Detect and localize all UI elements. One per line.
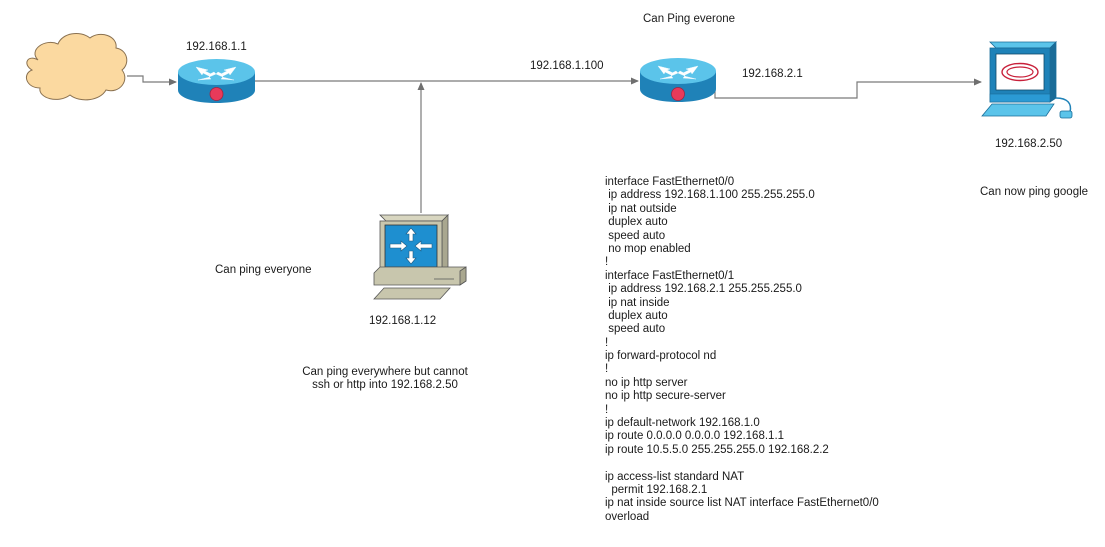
router2-config-text: interface FastEthernet0/0 ip address 192… xyxy=(605,176,879,524)
workstation-pc-lan1-icon[interactable] xyxy=(373,214,467,300)
router2-led xyxy=(671,87,685,101)
pc-lan1-note-line: ssh or http into 192.168.2.50 xyxy=(312,379,458,391)
config-line: no mop enabled xyxy=(605,242,691,255)
pc-lan2-note-label: Can now ping google xyxy=(980,186,1089,198)
config-line: overload xyxy=(605,510,650,523)
router1-icon[interactable] xyxy=(178,59,255,103)
config-line: no ip http secure-server xyxy=(605,390,726,403)
pc-lan2-ip-label: 192.168.2.50 xyxy=(995,138,1063,150)
config-line: ip default-network 192.168.1.0 xyxy=(605,417,760,430)
pc-lan1-note-label: Can ping everywhere but cannot ssh or ht… xyxy=(300,366,470,392)
config-line: speed auto xyxy=(605,323,666,336)
router2-lan-ip-label: 192.168.2.1 xyxy=(742,68,803,80)
config-line: ip nat outside xyxy=(605,202,677,215)
config-line: ip access-list standard NAT xyxy=(605,470,745,483)
config-line: ! xyxy=(605,336,609,349)
config-line xyxy=(605,457,879,470)
router2-note-label: Can Ping everone xyxy=(643,13,736,25)
config-line: ! xyxy=(605,403,609,416)
pc-lan1-side-note-label: Can ping everyone xyxy=(215,264,312,276)
config-line: ! xyxy=(605,363,609,376)
config-line: ip nat inside xyxy=(605,296,670,309)
config-line: interface FastEthernet0/1 xyxy=(605,269,735,282)
config-line: interface FastEthernet0/0 xyxy=(605,176,735,188)
link-cloud-router1 xyxy=(127,75,177,86)
config-line: no ip http server xyxy=(605,376,688,389)
router1-led xyxy=(209,87,224,101)
config-line: permit 192.168.2.1 xyxy=(605,483,708,496)
config-line: ip address 192.168.1.100 255.255.255.0 xyxy=(605,189,815,202)
pc-lan1-note-line: Can ping everywhere but cannot xyxy=(302,366,468,378)
computer-pc-lan2-icon[interactable] xyxy=(981,41,1073,119)
config-line: ip address 192.168.2.1 255.255.255.0 xyxy=(605,283,802,296)
config-line: ! xyxy=(605,256,609,269)
pc-lan1-ip-label: 192.168.1.12 xyxy=(369,315,437,327)
router1-ip-label: 192.168.1.1 xyxy=(186,41,247,53)
internet-cloud-icon[interactable] xyxy=(25,32,128,101)
config-line: ip forward-protocol nd xyxy=(605,350,717,363)
config-line: ip route 10.5.5.0 255.255.255.0 192.168.… xyxy=(605,443,829,456)
config-line: ip nat inside source list NAT interface … xyxy=(605,497,879,510)
config-line: duplex auto xyxy=(605,309,668,322)
link-router2-pc-lan2 xyxy=(714,78,982,99)
config-line: duplex auto xyxy=(605,216,668,229)
router2-icon[interactable] xyxy=(640,58,716,102)
router2-wan-ip-label: 192.168.1.100 xyxy=(530,60,604,72)
config-line: speed auto xyxy=(605,229,666,242)
config-line: ip route 0.0.0.0 0.0.0.0 192.168.1.1 xyxy=(605,430,785,443)
